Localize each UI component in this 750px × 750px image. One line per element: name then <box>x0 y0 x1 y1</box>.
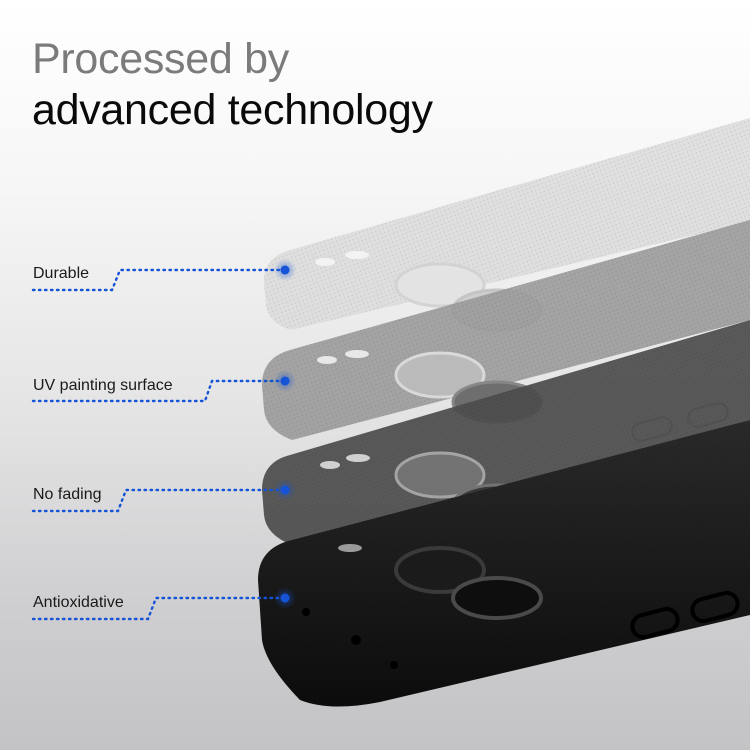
headline-line-2: advanced technology <box>32 86 433 134</box>
callout-label-antioxidative: Antioxidative <box>33 594 124 611</box>
blue-dot-markers <box>274 259 296 609</box>
callout-label-durable: Durable <box>33 265 90 282</box>
callout-label-uv-painting: UV painting surface <box>33 377 173 394</box>
headline: Processed by advanced technology <box>32 38 433 132</box>
headline-line-1: Processed by <box>32 35 289 83</box>
case-layer-light <box>263 118 750 332</box>
case-layer-mid-gray <box>262 220 750 442</box>
callout-label-no-fading: No fading <box>33 486 102 503</box>
callout-connectors <box>31 268 287 621</box>
case-layer-black <box>258 420 750 707</box>
